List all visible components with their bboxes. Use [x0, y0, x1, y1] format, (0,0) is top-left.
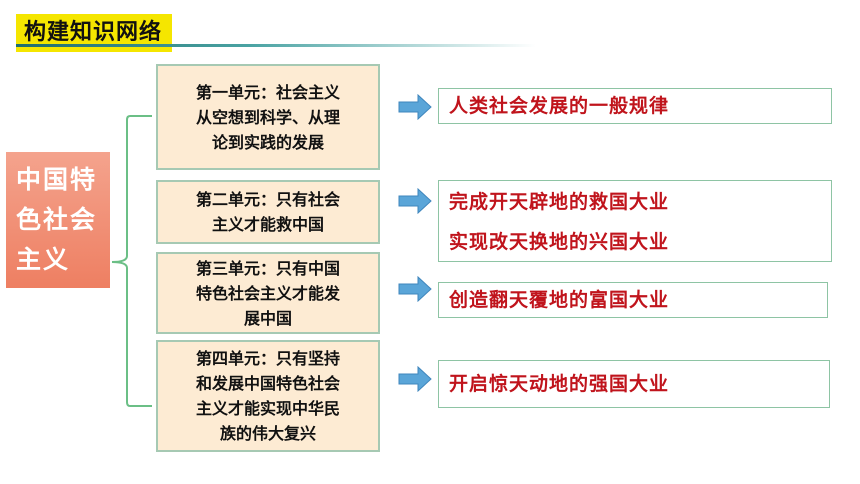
- right-arrow-icon: [398, 276, 432, 302]
- unit-box-1: 第一单元：社会主义 从空想到科学、从理 论到实践的发展: [156, 64, 380, 170]
- unit-text: 第二单元：只有社会 主义才能救中国: [195, 190, 340, 234]
- title-underline: [16, 44, 536, 47]
- result-text: 实现改天换地的兴国大业: [449, 231, 670, 253]
- unit-text: 第三单元：只有中国 特色社会主义才能发 展中国: [195, 258, 340, 328]
- result-text: 开启惊天动地的强国大业: [449, 373, 670, 395]
- result-text: 完成开天辟地的救国大业: [449, 191, 670, 213]
- result-text: 创造翻天覆地的富国大业: [449, 289, 670, 311]
- right-arrow-icon: [398, 366, 432, 392]
- result-box-4: 开启惊天动地的强国大业: [438, 360, 830, 408]
- result-text: 人类社会发展的一般规律: [449, 95, 670, 117]
- result-box-3: 创造翻天覆地的富国大业: [438, 282, 828, 318]
- root-node: 中国特 色社会 主义: [6, 152, 110, 288]
- unit-text: 第一单元：社会主义 从空想到科学、从理 论到实践的发展: [195, 82, 340, 152]
- unit-text: 第四单元：只有坚持 和发展中国特色社会 主义才能实现中华民 族的伟大复兴: [195, 349, 340, 443]
- unit-box-4: 第四单元：只有坚持 和发展中国特色社会 主义才能实现中华民 族的伟大复兴: [156, 340, 380, 452]
- unit-box-2: 第二单元：只有社会 主义才能救中国: [156, 180, 380, 244]
- unit-box-3: 第三单元：只有中国 特色社会主义才能发 展中国: [156, 252, 380, 334]
- bracket-path: [111, 115, 131, 407]
- result-box-1: 人类社会发展的一般规律: [438, 88, 832, 124]
- right-arrow-icon: [398, 188, 432, 214]
- result-box-2: 完成开天辟地的救国大业 实现改天换地的兴国大业: [438, 180, 832, 262]
- right-arrow-icon: [398, 94, 432, 120]
